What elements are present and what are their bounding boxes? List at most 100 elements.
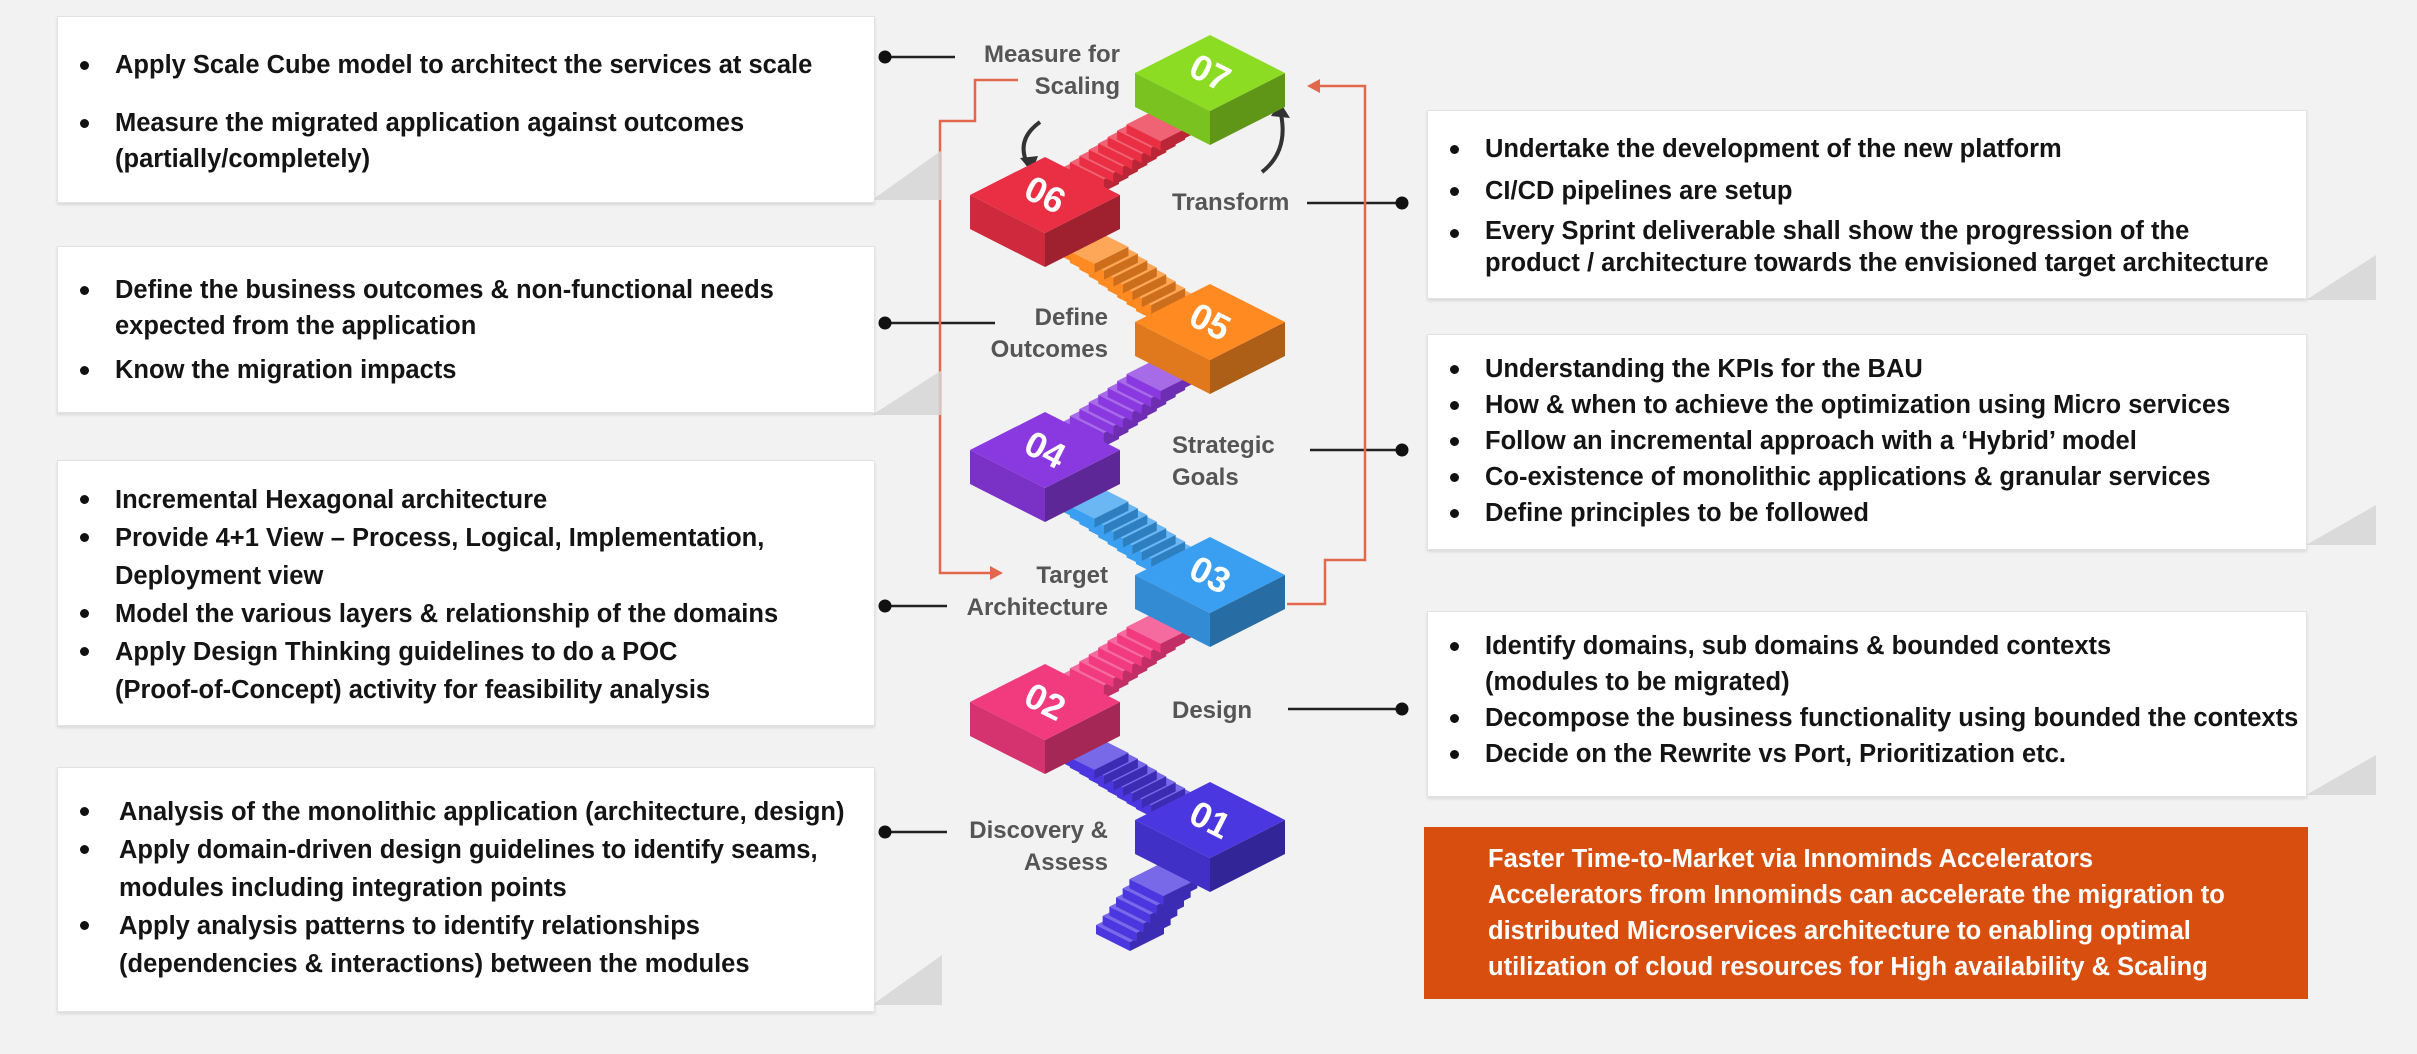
feedback-arrow-right <box>1287 84 1367 606</box>
card-shadow <box>2306 755 2376 795</box>
stair-step <box>1132 274 1167 301</box>
stair-step <box>1094 246 1129 273</box>
list-item: Provide 4+1 View – Process, Logical, Imp… <box>58 519 874 557</box>
stair-step <box>1107 640 1142 667</box>
list-item-continuation: expected from the application <box>115 312 477 340</box>
block-left-face <box>970 195 1045 267</box>
card-shadow <box>2306 505 2376 545</box>
list-item: Decide on the Rewrite vs Port, Prioritiz… <box>1428 736 2306 772</box>
accelerator-callout: Faster Time-to-Market via Innominds Acce… <box>1424 827 2308 999</box>
step-label-07: Measure for <box>984 41 1120 68</box>
block-top-face <box>970 412 1120 488</box>
list-item-continuation: (partially/completely) <box>115 145 371 173</box>
accelerator-line: utilization of cloud resources for High … <box>1488 953 2208 981</box>
stair-step <box>1113 764 1148 791</box>
list-item: Apply domain-driven design guidelines to… <box>58 831 874 869</box>
connector-dot <box>878 825 892 839</box>
stair-step <box>1122 770 1157 797</box>
transform-card: Undertake the development of the new pla… <box>1427 110 2307 299</box>
step-labels: Discovery &AssessDesignTargetArchitectur… <box>967 41 1290 876</box>
stair-step <box>1096 925 1130 951</box>
list-item: Undertake the development of the new pla… <box>1428 131 2306 167</box>
step-label-05: Define <box>1035 304 1108 331</box>
stair-step <box>1088 402 1123 428</box>
curve-arrow-right <box>1260 109 1285 174</box>
card-shadow <box>872 955 942 1005</box>
connector-dot <box>1395 443 1409 457</box>
card-shadow <box>872 370 942 415</box>
stair-step <box>1151 541 1186 568</box>
list-item: Understanding the KPIs for the BAU <box>1428 351 2306 387</box>
list-item: Follow an incremental approach with a ‘H… <box>1428 423 2306 459</box>
strategic-goals-card: Understanding the KPIs for the BAU How &… <box>1427 334 2307 550</box>
stair-step <box>1107 388 1142 414</box>
block-top-face <box>970 157 1120 233</box>
discovery-assess-card: Analysis of the monolithic application (… <box>57 767 875 1012</box>
stair-step <box>1098 647 1133 674</box>
step-label-01: Assess <box>1024 849 1108 876</box>
stair-step <box>1163 879 1198 906</box>
connector-dot <box>1395 196 1409 210</box>
stair-step <box>1094 752 1129 779</box>
connector-dot <box>878 599 892 613</box>
block-top-face <box>1135 537 1285 613</box>
list-item: Every Sprint deliverable shall show the … <box>1428 215 2306 247</box>
stair-step <box>1132 528 1167 555</box>
block-right-face <box>1045 702 1120 774</box>
list-item-continuation: Deployment view <box>115 562 324 590</box>
accelerator-title: Faster Time-to-Market via Innominds Acce… <box>1488 845 2094 873</box>
stair-step <box>1117 130 1152 157</box>
stair-step <box>1113 260 1148 287</box>
arrow-head <box>990 566 1003 580</box>
stair-step <box>1151 288 1186 315</box>
block-right-face <box>1210 322 1285 394</box>
block-right-face <box>1045 195 1120 267</box>
list-item: Decompose the business functionality usi… <box>1428 700 2306 736</box>
stair-step <box>1098 395 1133 421</box>
list-item: Apply Design Thinking guidelines to do a… <box>58 633 874 671</box>
stair-step <box>1103 758 1138 785</box>
block-left-face <box>1135 322 1210 394</box>
stair-step <box>1141 782 1176 809</box>
feedback-arrow-left <box>938 78 1018 575</box>
block-top-face <box>1135 35 1285 111</box>
list-item-continuation: (Proof-of-Concept) activity for feasibil… <box>115 676 711 704</box>
step-label-02: Design <box>1172 697 1252 724</box>
stair-step <box>1094 501 1129 528</box>
connector-dot <box>878 316 892 330</box>
list-item: Apply Scale Cube model to architect the … <box>58 47 874 83</box>
block-left-face <box>1135 575 1210 647</box>
block-right-face <box>1210 820 1285 892</box>
list-item: Measure the migrated application against… <box>58 105 874 141</box>
stair-step <box>1122 888 1157 915</box>
step-label-06: Transform <box>1172 189 1289 216</box>
stair-step <box>1109 906 1144 933</box>
list-item: Analysis of the monolithic application (… <box>58 793 874 831</box>
stair-step <box>1103 253 1138 280</box>
stair-step <box>1116 897 1150 924</box>
list-item: Incremental Hexagonal architecture <box>58 481 874 519</box>
list-item: Co-existence of monolithic applications … <box>1428 459 2306 495</box>
stair-step <box>1103 508 1138 535</box>
list-item: Define principles to be followed <box>1428 495 2306 531</box>
block-top-face <box>970 664 1120 740</box>
step-label-05: Outcomes <box>991 336 1108 363</box>
list-item-continuation: (modules to be migrated) <box>1485 668 1790 696</box>
connector-dot <box>1395 702 1409 716</box>
connector-lines <box>878 50 1409 839</box>
stair-step <box>1069 668 1104 695</box>
stair-step <box>1107 137 1142 163</box>
list-item-continuation: modules including integration points <box>119 874 567 902</box>
step-label-07: Scaling <box>1035 73 1120 100</box>
list-item: CI/CD pipelines are setup <box>1428 173 2306 209</box>
card-shadow <box>872 150 942 200</box>
block-left-face <box>1135 73 1210 145</box>
stair-step <box>1079 156 1114 182</box>
target-architecture-card: Incremental Hexagonal architecture Provi… <box>57 460 875 726</box>
step-label-01: Discovery & <box>969 817 1108 844</box>
stair-step <box>1079 409 1114 435</box>
stair-step <box>1126 626 1161 653</box>
connector-dot <box>878 50 892 64</box>
block-top-face <box>1135 284 1285 360</box>
